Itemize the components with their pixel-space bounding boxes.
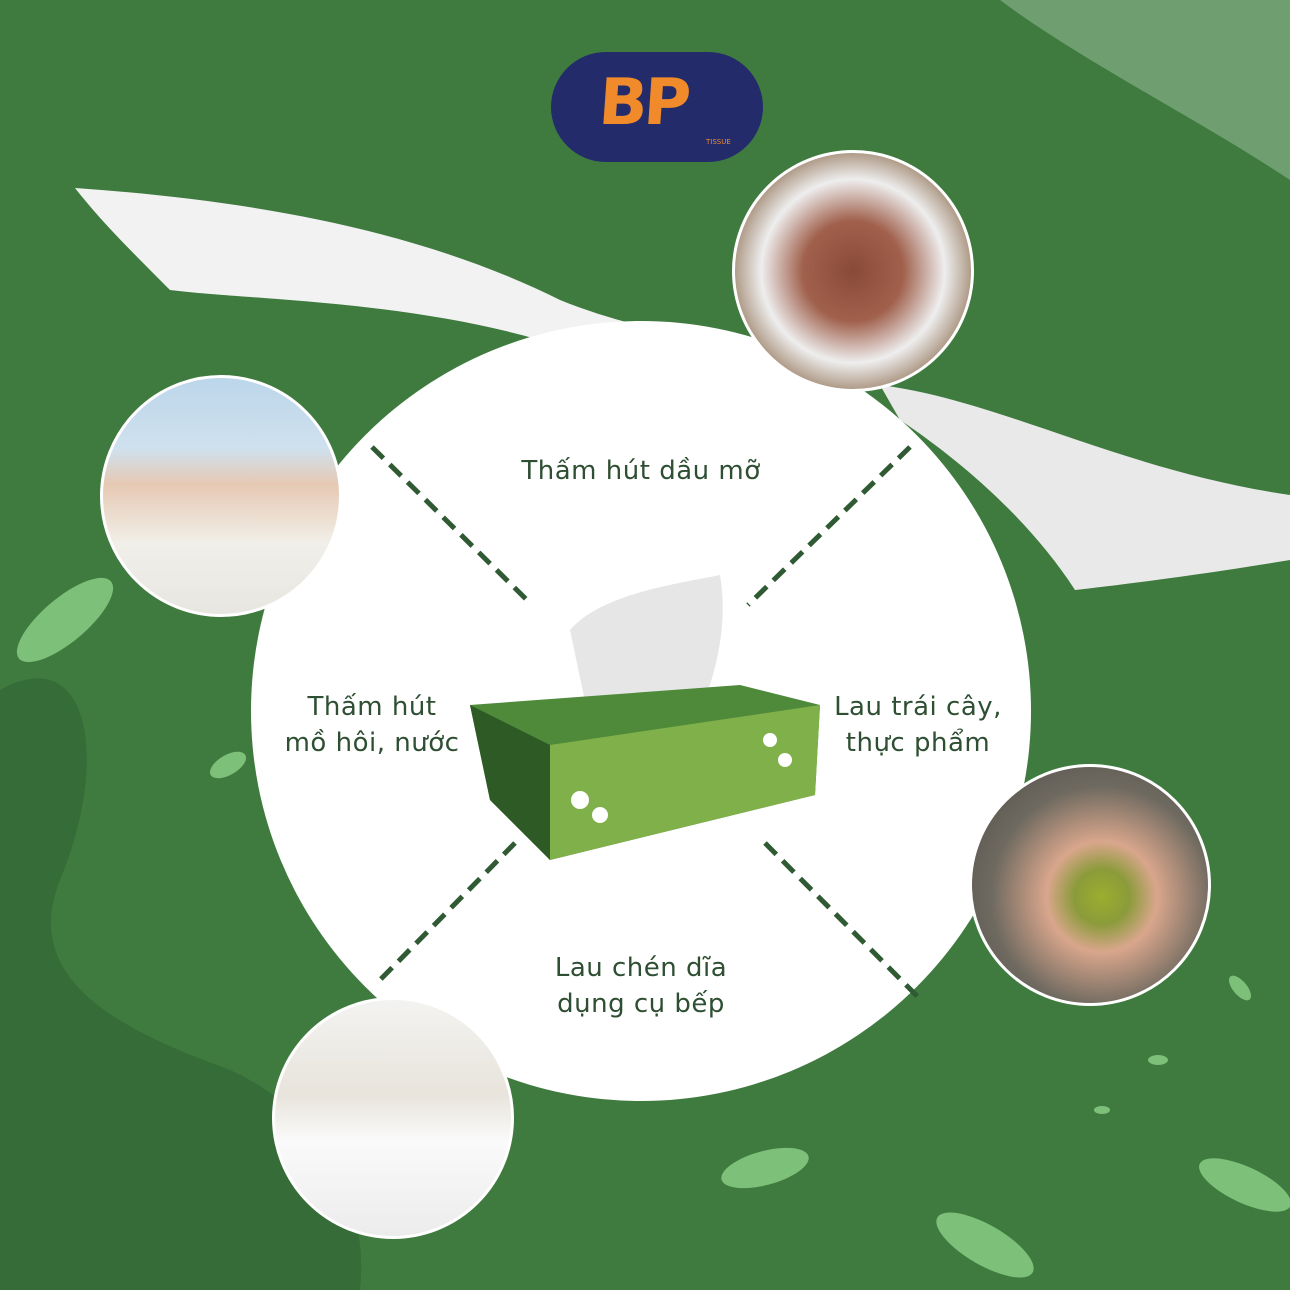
photo-wiping-counter [272, 997, 514, 1239]
leaf-icon [16, 577, 1290, 1278]
dark-blob [0, 678, 362, 1290]
use-label-grease: Thấm hút dầu mỡ [491, 453, 791, 489]
label-line: dụng cụ bếp [557, 989, 725, 1019]
divider-bottom-right [763, 841, 920, 999]
use-label-fruit: Lau trái cây, thực phẩm [768, 689, 1068, 761]
divider-top-right [746, 445, 912, 607]
logo-subtext: TISSUE [706, 138, 731, 146]
divider-top-left [370, 445, 534, 607]
photo-woman-sweat [100, 375, 342, 617]
paper-sheet-right [880, 385, 1290, 590]
use-label-sweat: Thấm hút mồ hôi, nước [222, 689, 522, 761]
photo-hands-pear [969, 764, 1211, 1006]
label-line: Thấm hút dầu mỡ [521, 456, 761, 486]
use-label-dishes: Lau chén dĩa dụng cụ bếp [491, 950, 791, 1022]
divider-bottom-left [373, 841, 517, 987]
light-corner [1000, 0, 1290, 180]
label-line: Thấm hút [307, 692, 437, 722]
label-line: Lau chén dĩa [554, 953, 728, 983]
tissue-box-image [470, 575, 820, 865]
label-line: thực phẩm [845, 728, 991, 758]
label-line: Lau trái cây, [834, 692, 1002, 722]
brand-logo: BP TISSUE [551, 52, 763, 162]
label-line: mồ hôi, nước [284, 728, 460, 758]
photo-bacon-rolls [732, 150, 974, 392]
